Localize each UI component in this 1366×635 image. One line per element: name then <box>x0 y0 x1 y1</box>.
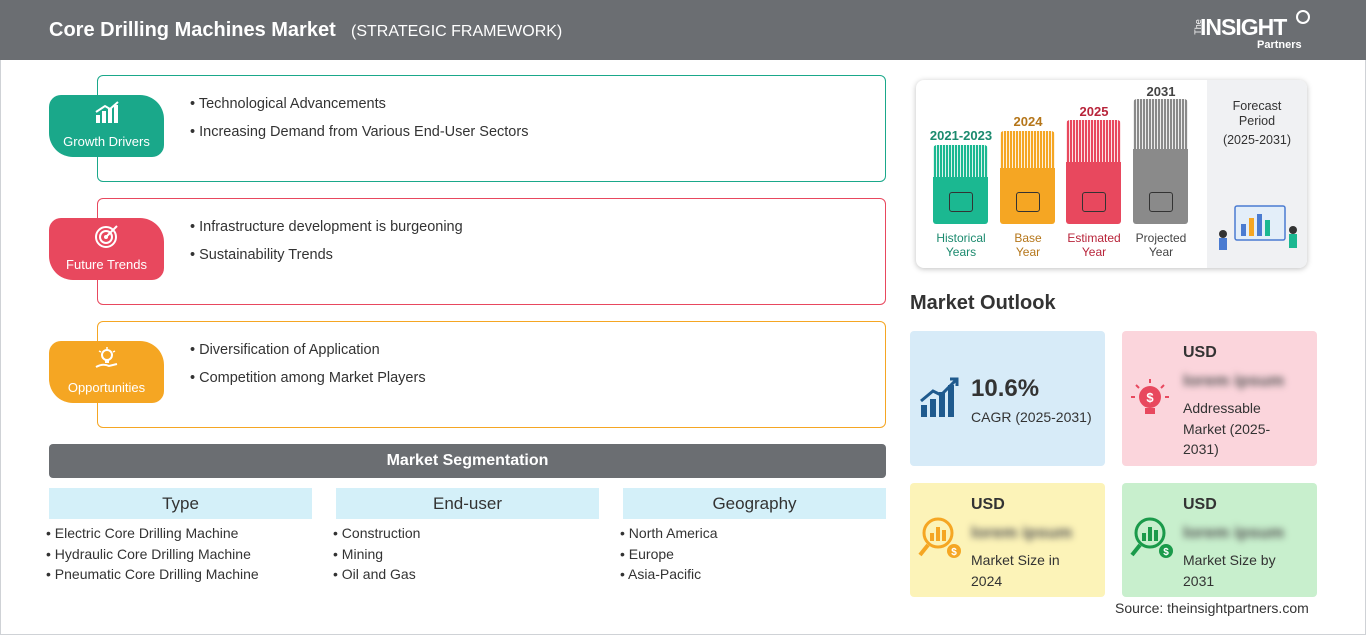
segment-heading-geography: Geography <box>623 488 886 519</box>
history-clock-icon <box>949 192 973 212</box>
addressable-label: Addressable Market (2025- 2031) <box>1183 400 1271 457</box>
cagr-value: 10.6% <box>971 375 1040 402</box>
opportunities-tag: Opportunities <box>49 341 164 403</box>
segment-item: • Mining <box>333 545 384 562</box>
cagr-label: CAGR (2025-2031) <box>971 409 1092 425</box>
segmentation-title: Market Segmentation <box>49 444 886 478</box>
market-size-2031-card: $ USD lorem ipsum Market Size by 2031 <box>1122 483 1317 597</box>
size-2031-label: Market Size by 2031 <box>1183 552 1276 589</box>
opportunities-label: Opportunities <box>67 380 146 395</box>
gears-chart-icon <box>1082 192 1106 212</box>
future-trends-tag: Future Trends <box>49 218 164 280</box>
target-icon <box>95 225 118 248</box>
segment-heading-end-user: End-user <box>336 488 599 519</box>
presentation-chart-icon <box>1149 192 1173 212</box>
svg-text:$: $ <box>1146 390 1154 405</box>
segment-list-end-user: • Construction • Mining • Oil and Gas <box>333 525 420 587</box>
analytics-people-icon <box>1219 205 1297 250</box>
page-subtitle: (STRATEGIC FRAMEWORK) <box>351 23 563 40</box>
magnifier-chart-icon: $ <box>918 517 961 558</box>
timeline-bar <box>933 145 988 224</box>
forecast-panel: Forecast Period (2025-2031) <box>1207 80 1307 268</box>
logo-insight: INSIGHT <box>1200 14 1287 40</box>
logo-partners: Partners <box>1257 39 1302 51</box>
segment-item: • Europe <box>620 545 674 562</box>
segment-list-type: • Electric Core Drilling Machine • Hydra… <box>46 525 259 587</box>
growth-bars-icon <box>920 377 959 417</box>
segment-item: • Construction <box>333 525 421 541</box>
growth-drivers-tag: Growth Drivers <box>49 95 164 157</box>
size-2024-label: Market Size in 2024 <box>971 552 1060 589</box>
cagr-card: 10.6% CAGR (2025-2031) <box>910 331 1105 466</box>
timeline-bar <box>1133 99 1188 224</box>
future-trends-label: Future Trends <box>66 257 147 272</box>
forecast-period: (2025-2031) <box>1222 133 1292 147</box>
page-title: Core Drilling Machines Market <box>49 19 336 41</box>
segment-item: • North America <box>620 525 718 541</box>
svg-text:$: $ <box>951 547 957 558</box>
segment-item: • Electric Core Drilling Machine <box>46 525 239 541</box>
source-text[interactable]: Source: theinsightpartners.com <box>1115 600 1309 616</box>
logo-bulb-icon <box>1296 10 1310 24</box>
opportunities-box: • Diversification of Application • Compe… <box>97 321 886 428</box>
size-2031-currency: USD <box>1183 496 1217 513</box>
lightbulb-dollar-icon: $ <box>1131 379 1169 414</box>
size-2024-value: lorem ipsum <box>971 523 1073 542</box>
timeline-year: 2024 <box>1013 114 1043 129</box>
market-outlook-title: Market Outlook <box>910 292 1056 314</box>
opportunity-item: • Competition among Market Players <box>190 370 426 386</box>
svg-text:$: $ <box>1163 547 1169 558</box>
timeline-bar <box>1066 120 1121 224</box>
opportunity-item: • Diversification of Application <box>190 342 380 358</box>
future-trend-item: • Infrastructure development is burgeoni… <box>190 219 463 235</box>
timeline-year: 2021-2023 <box>929 128 993 143</box>
future-trend-item: • Sustainability Trends <box>190 247 333 263</box>
forecast-title: Forecast Period <box>1232 99 1282 128</box>
segment-item: • Hydraulic Core Drilling Machine <box>46 545 251 562</box>
segment-item: • Asia-Pacific <box>620 566 702 582</box>
lightbulb-hand-icon <box>95 347 118 368</box>
growth-drivers-label: Growth Drivers <box>63 134 150 149</box>
addressable-value: lorem ipsum <box>1183 371 1285 390</box>
addressable-market-card: $ USD lorem ipsum Addressable Market (20… <box>1122 331 1317 466</box>
future-trends-box: • Infrastructure development is burgeoni… <box>97 198 886 305</box>
growth-driver-item: • Increasing Demand from Various End-Use… <box>190 124 529 140</box>
size-2024-currency: USD <box>971 496 1005 513</box>
segment-list-geography: • North America • Europe • Asia-Pacific <box>620 525 718 587</box>
segment-item: • Pneumatic Core Drilling Machine <box>46 566 259 582</box>
growth-chart-icon <box>95 101 119 123</box>
segment-heading-type: Type <box>49 488 312 519</box>
addressable-currency: USD <box>1183 344 1217 361</box>
header-bar: Core Drilling Machines Market (STRATEGIC… <box>0 0 1366 60</box>
calendar-icon <box>1016 192 1040 212</box>
size-2031-value: lorem ipsum <box>1183 523 1285 542</box>
market-size-2024-card: $ USD lorem ipsum Market Size in 2024 <box>910 483 1105 597</box>
magnifier-chart-green-icon: $ <box>1130 517 1173 558</box>
segment-item: • Oil and Gas <box>333 566 416 582</box>
growth-drivers-box: • Technological Advancements • Increasin… <box>97 75 886 182</box>
timeline-year: 2025 <box>1079 104 1109 119</box>
timeline-bar <box>1000 131 1055 224</box>
insight-partners-logo[interactable]: The INSIGHT Partners <box>1188 10 1310 52</box>
growth-driver-item: • Technological Advancements <box>190 96 386 112</box>
timeline-year: 2031 <box>1146 84 1176 99</box>
